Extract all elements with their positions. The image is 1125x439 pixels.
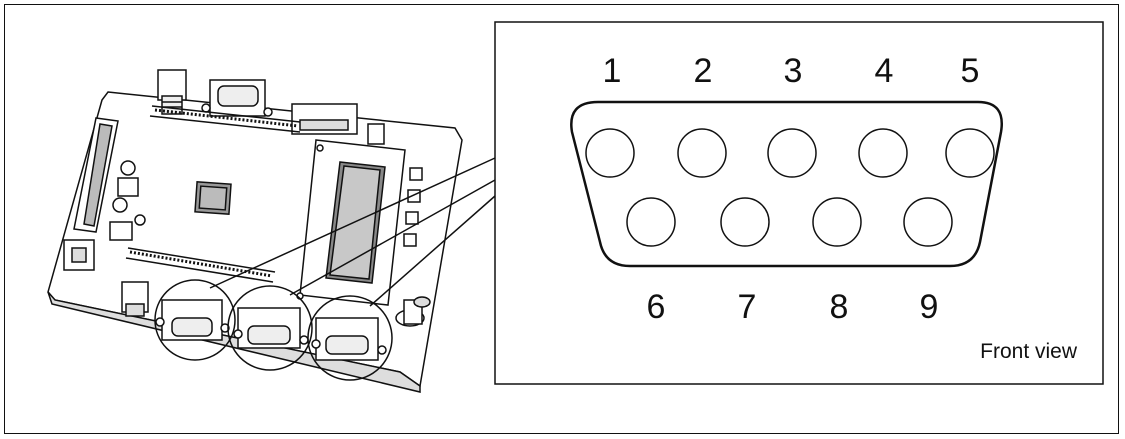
highlight-circle-2 <box>227 285 313 371</box>
pin-label-3: 3 <box>784 52 803 90</box>
lower-pin-strip <box>125 247 276 283</box>
ribbon-header <box>73 117 119 233</box>
pin-hole-6 <box>626 197 676 247</box>
cpu-chip <box>194 181 232 215</box>
pin-label-5: 5 <box>961 52 980 90</box>
side-buttons <box>403 167 423 247</box>
top-header <box>291 103 358 135</box>
bottom-connector-1 <box>155 299 230 341</box>
pin-hole-7 <box>720 197 770 247</box>
highlight-circle-3 <box>307 295 393 381</box>
pin-hole-5 <box>945 128 995 178</box>
pin-hole-1 <box>585 128 635 178</box>
pin-hole-8 <box>812 197 862 247</box>
pin-label-2: 2 <box>694 52 713 90</box>
front-view-label: Front view <box>980 340 1078 363</box>
pin-hole-3 <box>767 128 817 178</box>
pin-label-4: 4 <box>875 52 894 90</box>
pin-label-8: 8 <box>830 288 849 326</box>
upper-pin-strip <box>149 105 301 133</box>
pin-label-9: 9 <box>920 288 939 326</box>
reset-button <box>367 123 385 145</box>
connector-highlight-circles <box>154 279 393 381</box>
pin-label-1: 1 <box>603 52 622 90</box>
leader-lines <box>209 157 496 307</box>
pin-hole-2 <box>677 128 727 178</box>
lcd-display <box>296 139 406 306</box>
bottom-pin-row <box>626 197 953 247</box>
pin-hole-4 <box>858 128 908 178</box>
potentiometer <box>395 296 431 327</box>
pin-hole-9 <box>903 197 953 247</box>
pin-label-6: 6 <box>647 288 666 326</box>
top-pin-row <box>585 128 995 178</box>
bottom-connector-2 <box>233 307 309 349</box>
top-db-connector <box>201 79 273 117</box>
highlight-circle-1 <box>154 279 236 361</box>
pin-label-7: 7 <box>738 288 757 326</box>
bottom-connector-3 <box>311 317 387 361</box>
dev-board-illustration <box>47 69 463 393</box>
